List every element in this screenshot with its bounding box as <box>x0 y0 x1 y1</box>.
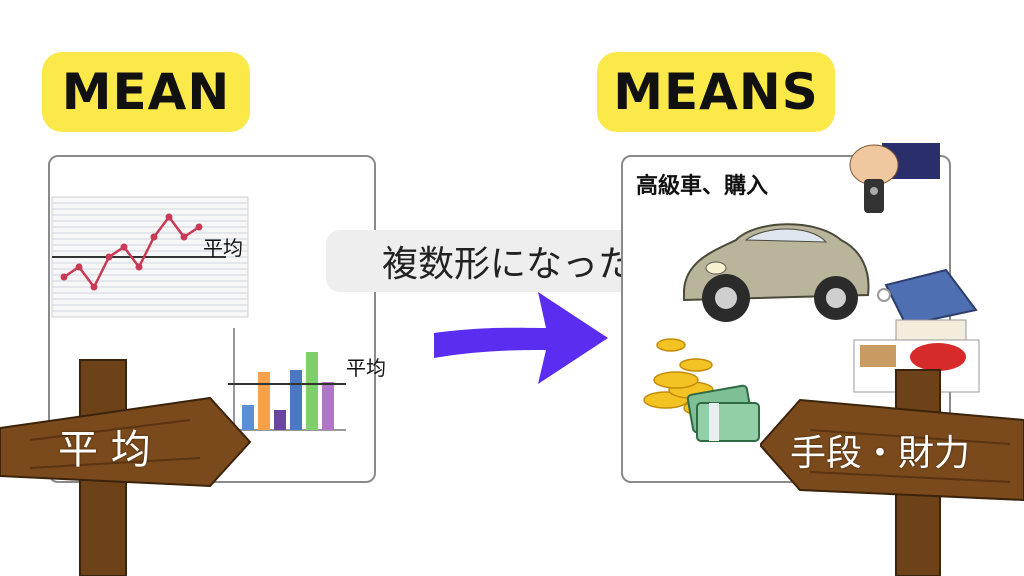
line-point <box>60 273 68 281</box>
line-chart <box>51 196 249 318</box>
line-point <box>120 243 128 251</box>
line-point <box>180 233 188 241</box>
line-point <box>135 263 143 271</box>
hand-key-icon <box>849 143 940 213</box>
left-sign-text: 平 均 <box>58 427 151 473</box>
bar <box>242 405 254 430</box>
line-point <box>105 253 113 261</box>
bar <box>274 410 286 430</box>
car-icon <box>683 223 870 322</box>
luxury-car-title: 高級車、購入 <box>636 174 769 199</box>
mean-label: MEAN <box>42 52 250 132</box>
house-icon <box>853 268 980 393</box>
average-label-bar: 平均 <box>346 356 386 380</box>
line-point <box>150 233 158 241</box>
means-label-text: MEANS <box>613 63 819 121</box>
right-signpost <box>760 369 1024 576</box>
average-label-line: 平均 <box>203 236 243 260</box>
bar-chart <box>228 328 346 431</box>
line-point <box>90 283 98 291</box>
line-point <box>165 213 173 221</box>
left-signpost <box>0 359 252 576</box>
line-point <box>75 263 83 271</box>
line-point <box>195 223 203 231</box>
bar <box>322 382 334 430</box>
means-label: MEANS <box>597 52 835 132</box>
mean-label-text: MEAN <box>61 63 231 121</box>
right-sign-text: 手段・財力 <box>790 433 971 474</box>
bar <box>258 372 270 430</box>
cash-icon <box>686 384 760 442</box>
bar <box>290 370 302 430</box>
bar <box>306 352 318 430</box>
arrow-right-icon <box>434 292 608 384</box>
